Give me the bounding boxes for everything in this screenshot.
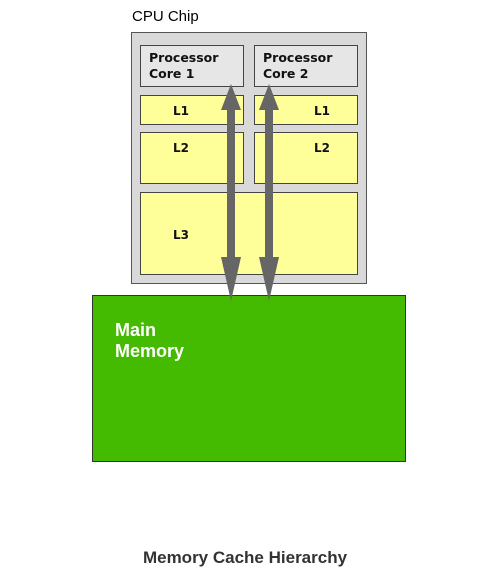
l2-cache-core-1: L2 (140, 132, 244, 184)
diagram-caption: Memory Cache Hierarchy (142, 548, 348, 567)
l1-cache-label: L1 (173, 104, 189, 118)
l2-cache-label: L2 (173, 141, 189, 155)
cpu-chip-label: CPU Chip (132, 8, 199, 25)
processor-core-1: Processor Core 1 (140, 45, 244, 87)
l2-cache-label: L2 (314, 141, 330, 155)
l3-cache-shared: L3 (140, 192, 358, 275)
l1-cache-core-2: L1 (254, 95, 358, 125)
l1-cache-label: L1 (314, 104, 330, 118)
processor-core-2: Processor Core 2 (254, 45, 358, 87)
main-memory-label: Main Memory (115, 320, 185, 361)
l1-cache-core-1: L1 (140, 95, 244, 125)
l3-cache-label: L3 (173, 228, 189, 242)
l2-cache-core-2: L2 (254, 132, 358, 184)
main-memory: Main Memory (92, 295, 406, 462)
